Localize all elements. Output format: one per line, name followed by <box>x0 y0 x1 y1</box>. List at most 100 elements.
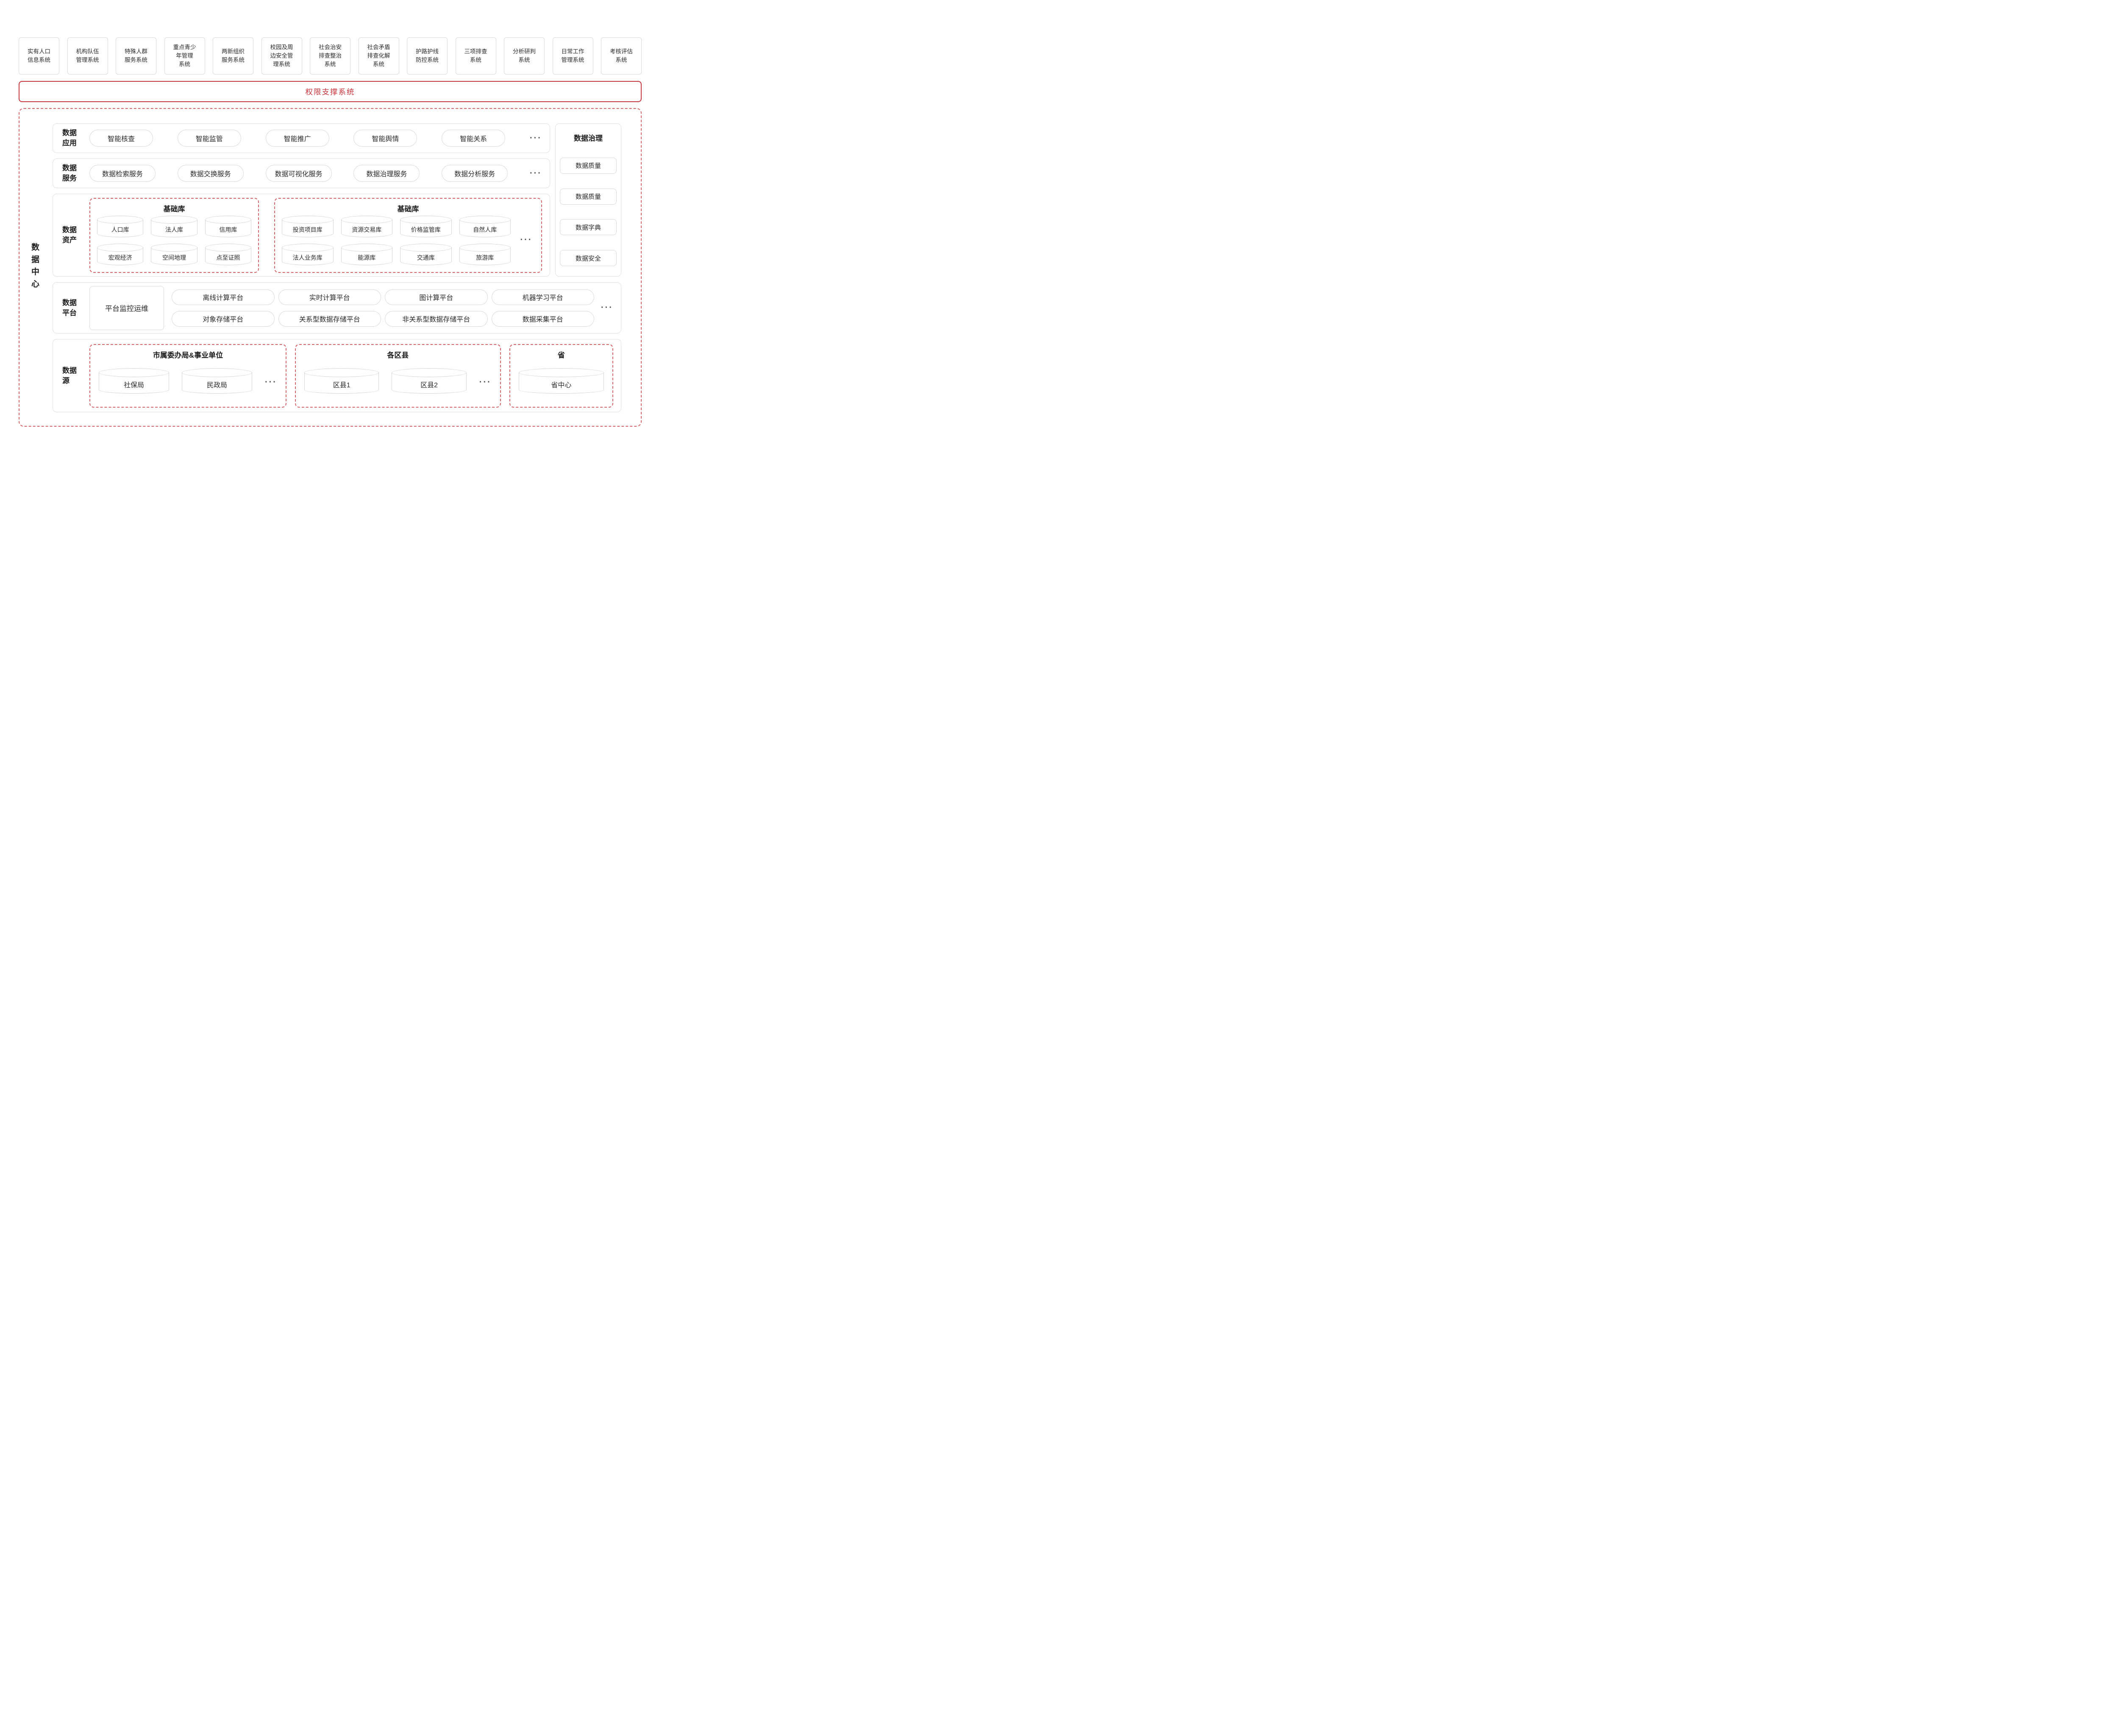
source-group-city-bureaus: 市属委办局&事业单位 社保局 民政局 ··· <box>89 344 286 408</box>
data-platform-row: 数据 平台 平台监控运维 离线计算平台 实时计算平台 图计算平台 机器学习平台 … <box>53 282 621 334</box>
system-box-three-checks: 三项排查 系统 <box>455 37 496 75</box>
cylinder-social-security-bureau: 社保局 <box>99 368 169 394</box>
pill-data-exchange-service: 数据交换服务 <box>177 165 244 182</box>
pill-smart-supervision: 智能监管 <box>177 130 241 147</box>
base-library-group-2: 基础库 投资项目库 资源交易库 价格监管库 自然人库 ··· 法人业务库 能源库 <box>274 197 542 273</box>
cylinder-e-license-db: 点至证照 <box>205 243 252 265</box>
system-box-org-team: 机构队伍 管理系统 <box>67 37 108 75</box>
auth-support-bar: 权限支撑系统 <box>19 81 642 102</box>
cylinder-credit-db: 信用库 <box>205 215 252 237</box>
cylinder-legal-business-db: 法人业务库 <box>282 243 334 265</box>
pill-smart-sentiment: 智能舆情 <box>353 130 417 147</box>
pill-offline-computing: 离线计算平台 <box>172 289 275 305</box>
cylinder-district-1: 区县1 <box>304 368 379 394</box>
pill-relational-storage: 关系型数据存储平台 <box>278 311 381 327</box>
pill-non-relational-storage: 非关系型数据存储平台 <box>385 311 488 327</box>
pill-machine-learning: 机器学习平台 <box>491 289 594 305</box>
system-box-daily-work: 日常工作 管理系统 <box>552 37 593 75</box>
pill-smart-promotion: 智能推广 <box>265 130 329 147</box>
row-label-asset: 数据 资产 <box>62 226 77 244</box>
pill-graph-computing: 图计算平台 <box>385 289 488 305</box>
source-groups: 市属委办局&事业单位 社保局 民政局 ··· 各区县 区县1 区县2 ··· <box>89 344 613 408</box>
system-box-assessment: 考核评估 系统 <box>601 37 642 75</box>
group-title: 基础库 <box>397 205 419 213</box>
application-systems-row: 实有人口 信息系统 机构队伍 管理系统 特殊人群 服务系统 重点青少 年管理 系… <box>19 37 642 75</box>
system-box-conflict-resolution: 社会矛盾 排查化解 系统 <box>358 37 399 75</box>
group-title: 各区县 <box>387 351 409 359</box>
system-box-campus-safety: 校园及周 边安全管 理系统 <box>261 37 302 75</box>
row-label-source: 数据 源 <box>62 366 77 385</box>
ellipsis: ··· <box>529 168 542 178</box>
service-pills: 数据检索服务 数据交换服务 数据可视化服务 数据治理服务 数据分析服务 ··· <box>89 165 542 182</box>
cylinder-spatial-geography-db: 空间地理 <box>151 243 197 265</box>
row-label-platform: 数据 平台 <box>62 298 77 317</box>
cylinder-transport-db: 交通库 <box>400 243 452 265</box>
ellipsis: ··· <box>479 377 492 387</box>
base-library-grid-2: 投资项目库 资源交易库 价格监管库 自然人库 ··· 法人业务库 能源库 交通库… <box>282 215 534 265</box>
application-pills: 智能核查 智能监管 智能推广 智能舆情 智能关系 ··· <box>89 130 542 147</box>
ellipsis: ··· <box>264 377 277 387</box>
governance-item-security: 数据安全 <box>560 250 617 266</box>
data-governance-panel: 数据治理 数据质量 数据质量 数据字典 数据安全 <box>555 123 621 277</box>
platform-line-1: 离线计算平台 实时计算平台 图计算平台 机器学习平台 <box>172 289 594 305</box>
pill-data-retrieval-service: 数据检索服务 <box>89 165 156 182</box>
cylinder-resource-trading-db: 资源交易库 <box>341 215 392 237</box>
row-label-service: 数据 服务 <box>62 164 77 182</box>
architecture-diagram: 实有人口 信息系统 机构队伍 管理系统 特殊人群 服务系统 重点青少 年管理 系… <box>0 0 660 434</box>
cylinder-investment-project-db: 投资项目库 <box>282 215 334 237</box>
platform-monitor-box: 平台监控运维 <box>89 286 164 330</box>
system-box-road-line-protection: 护路护线 防控系统 <box>407 37 448 75</box>
system-box-key-youth: 重点青少 年管理 系统 <box>164 37 205 75</box>
cylinder-population-db: 人口库 <box>97 215 144 237</box>
cylinder-tourism-db: 旅游库 <box>459 243 511 265</box>
platform-grid: 离线计算平台 实时计算平台 图计算平台 机器学习平台 对象存储平台 关系型数据存… <box>172 289 594 327</box>
source-cylinders-city: 社保局 民政局 ··· <box>97 361 279 400</box>
ellipsis: ··· <box>601 303 613 313</box>
governance-item-dictionary: 数据字典 <box>560 219 617 236</box>
pill-smart-relation: 智能关系 <box>442 130 506 147</box>
cylinder-macro-economy-db: 宏观经济 <box>97 243 144 265</box>
group-title: 省 <box>557 351 565 359</box>
base-library-grid-1: 人口库 法人库 信用库 宏观经济 空间地理 点至证照 <box>97 215 252 265</box>
base-library-group-1: 基础库 人口库 法人库 信用库 宏观经济 空间地理 点至证照 <box>89 197 259 273</box>
cylinder-price-regulation-db: 价格监管库 <box>400 215 452 237</box>
ellipsis: ··· <box>520 235 533 244</box>
pill-data-governance-service: 数据治理服务 <box>353 165 420 182</box>
asset-groups: 基础库 人口库 法人库 信用库 宏观经济 空间地理 点至证照 <box>89 197 542 273</box>
cylinder-civil-affairs-bureau: 民政局 <box>181 368 252 394</box>
governance-title: 数据治理 <box>574 134 603 142</box>
pill-realtime-computing: 实时计算平台 <box>278 289 381 305</box>
data-source-row: 数据 源 市属委办局&事业单位 社保局 民政局 ··· 各区县 区县1 <box>53 339 621 412</box>
data-application-row: 数据 应用 智能核查 智能监管 智能推广 智能舆情 智能关系 ··· <box>53 123 550 153</box>
data-center-panel: 数据中心 数据 应用 智能核查 智能监管 智能推广 智能舆情 智能关系 ··· <box>19 108 642 427</box>
pill-data-analysis-service: 数据分析服务 <box>442 165 508 182</box>
system-box-new-orgs: 两新组织 服务系统 <box>213 37 253 75</box>
governance-item-quality-1: 数据质量 <box>560 157 617 174</box>
governance-item-quality-2: 数据质量 <box>560 188 617 205</box>
system-box-special-groups: 特殊人群 服务系统 <box>116 37 156 75</box>
source-group-districts: 各区县 区县1 区县2 ··· <box>295 344 501 408</box>
cylinder-natural-person-db: 自然人库 <box>459 215 511 237</box>
system-box-security-inspection: 社会治安 排查整治 系统 <box>310 37 350 75</box>
cylinder-province-center: 省中心 <box>518 368 604 394</box>
upper-left-column: 数据 应用 智能核查 智能监管 智能推广 智能舆情 智能关系 ··· 数据 服务 <box>53 123 550 277</box>
pill-data-visualization-service: 数据可视化服务 <box>265 165 332 182</box>
source-group-province: 省 省中心 <box>509 344 613 408</box>
cylinder-district-2: 区县2 <box>392 368 467 394</box>
source-cylinders-districts: 区县1 区县2 ··· <box>303 361 493 400</box>
pill-smart-verification: 智能核查 <box>89 130 153 147</box>
upper-section: 数据 应用 智能核查 智能监管 智能推广 智能舆情 智能关系 ··· 数据 服务 <box>53 123 621 277</box>
group-title: 基础库 <box>163 205 185 213</box>
ellipsis: ··· <box>529 133 542 143</box>
data-center-content: 数据 应用 智能核查 智能监管 智能推广 智能舆情 智能关系 ··· 数据 服务 <box>53 123 621 412</box>
data-center-label: 数据中心 <box>30 243 39 292</box>
row-label-application: 数据 应用 <box>62 129 77 147</box>
cylinder-energy-db: 能源库 <box>341 243 392 265</box>
platform-line-2: 对象存储平台 关系型数据存储平台 非关系型数据存储平台 数据采集平台 <box>172 311 594 327</box>
data-asset-row: 数据 资产 基础库 人口库 法人库 信用库 宏观经济 空间地理 <box>53 194 550 277</box>
cylinder-legal-person-db: 法人库 <box>151 215 197 237</box>
pill-data-collection: 数据采集平台 <box>491 311 594 327</box>
source-cylinders-province: 省中心 <box>517 361 606 400</box>
system-box-population-info: 实有人口 信息系统 <box>19 37 59 75</box>
system-box-analysis-judgment: 分析研判 系统 <box>504 37 545 75</box>
